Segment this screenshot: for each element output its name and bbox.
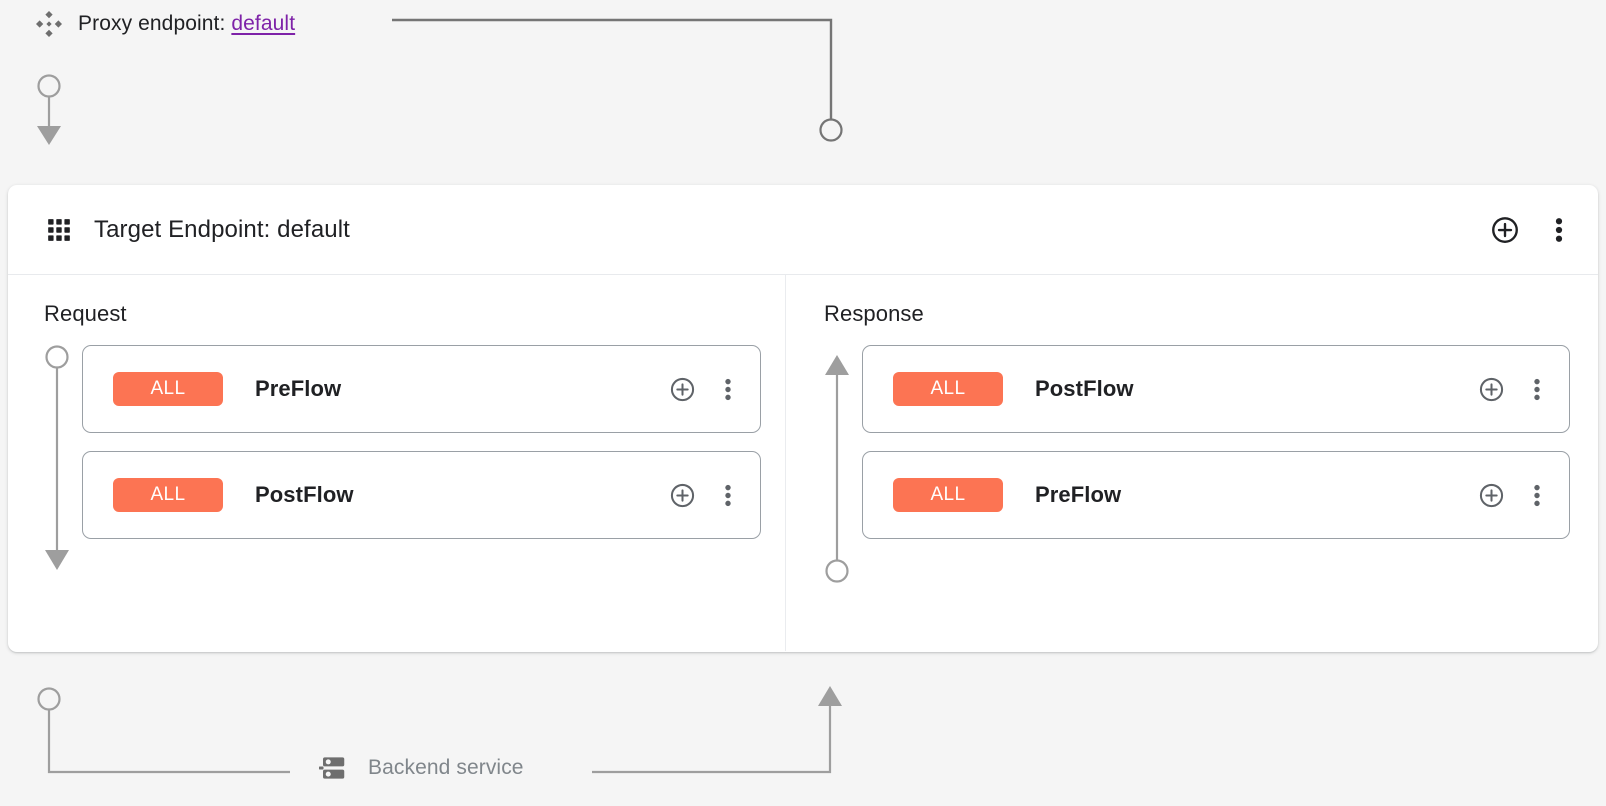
flow-card-actions bbox=[669, 376, 738, 403]
response-column-title: Response bbox=[824, 301, 924, 326]
response-flow-cards: ALL PostFlow bbox=[862, 345, 1570, 539]
flow-card-label: PreFlow bbox=[255, 376, 342, 401]
target-endpoint-actions bbox=[1490, 215, 1570, 245]
request-column-title: Request bbox=[44, 301, 127, 326]
flow-columns: Request ALL PreFlow bbox=[8, 275, 1598, 651]
request-flow-area: ALL PreFlow bbox=[36, 345, 761, 570]
server-rack-icon bbox=[319, 757, 345, 779]
add-circle-icon[interactable] bbox=[1478, 376, 1505, 403]
proxy-endpoint-label: Proxy endpoint: default bbox=[78, 12, 295, 36]
response-flow-rail bbox=[816, 345, 862, 583]
apps-grid-icon bbox=[48, 218, 70, 241]
more-vert-icon[interactable] bbox=[718, 482, 738, 509]
add-circle-icon[interactable] bbox=[669, 376, 696, 403]
flow-card-label: PostFlow bbox=[1035, 376, 1134, 401]
flow-card-label: PreFlow bbox=[1035, 482, 1122, 507]
request-flow-cards: ALL PreFlow bbox=[82, 345, 761, 539]
response-column: Response ALL PostFlow bbox=[785, 275, 1598, 651]
more-vert-icon[interactable] bbox=[1527, 376, 1547, 403]
add-circle-icon[interactable] bbox=[1478, 482, 1505, 509]
flow-card-actions bbox=[1478, 482, 1547, 509]
flow-card[interactable]: ALL PreFlow bbox=[82, 345, 761, 433]
target-endpoint-panel: Target Endpoint: default bbox=[8, 185, 1598, 652]
target-endpoint-title: Target Endpoint: default bbox=[94, 215, 350, 243]
more-vert-icon[interactable] bbox=[718, 376, 738, 403]
flow-card[interactable]: ALL PostFlow bbox=[862, 345, 1570, 433]
target-endpoint-header: Target Endpoint: default bbox=[8, 185, 1598, 275]
backend-service-label: Backend service bbox=[368, 756, 524, 779]
backend-service-row[interactable]: Backend service bbox=[318, 748, 524, 788]
proxy-endpoint-row[interactable]: Proxy endpoint: default bbox=[34, 6, 295, 42]
proxy-diamond-icon bbox=[36, 11, 62, 37]
flow-card[interactable]: ALL PostFlow bbox=[82, 451, 761, 539]
add-circle-icon[interactable] bbox=[1490, 215, 1520, 245]
status-badge: ALL bbox=[113, 372, 223, 406]
status-badge: ALL bbox=[893, 478, 1003, 512]
request-column: Request ALL PreFlow bbox=[8, 275, 785, 651]
flow-card-actions bbox=[1478, 376, 1547, 403]
request-flow-rail bbox=[36, 345, 82, 570]
status-badge: ALL bbox=[893, 372, 1003, 406]
status-badge: ALL bbox=[113, 478, 223, 512]
flow-card-actions bbox=[669, 482, 738, 509]
flow-card[interactable]: ALL PreFlow bbox=[862, 451, 1570, 539]
more-vert-icon[interactable] bbox=[1548, 215, 1570, 245]
proxy-endpoint-link[interactable]: default bbox=[231, 12, 296, 35]
add-circle-icon[interactable] bbox=[669, 482, 696, 509]
response-flow-area: ALL PostFlow bbox=[816, 345, 1570, 583]
more-vert-icon[interactable] bbox=[1527, 482, 1547, 509]
proxy-endpoint-prefix: Proxy endpoint: bbox=[78, 12, 226, 35]
flow-card-label: PostFlow bbox=[255, 482, 354, 507]
